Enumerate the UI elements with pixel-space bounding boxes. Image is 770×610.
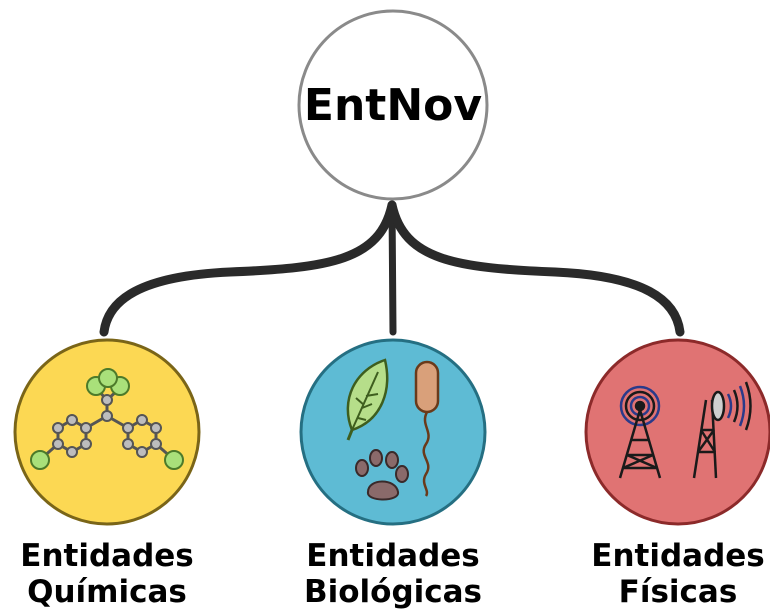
node-chemical-label-line1: Entidades [20, 538, 194, 574]
node-physical-label-line2: Físicas [618, 574, 738, 610]
root-node-label: EntNov [303, 80, 483, 131]
root-node-circle [297, 9, 489, 201]
connector-lines [99, 200, 685, 337]
node-biological [299, 338, 487, 526]
connector-left [99, 200, 397, 337]
radio-tower-icon [618, 385, 662, 479]
node-chemical-circle [13, 338, 201, 526]
antenna-icon [618, 381, 752, 479]
connector-right [387, 200, 685, 337]
node-physical-label: Entidades Físicas [558, 538, 770, 610]
node-chemical [13, 338, 201, 526]
paw-icon [355, 449, 409, 501]
biology-icon [346, 358, 440, 501]
node-biological-label: Entidades Biológicas [273, 538, 513, 610]
node-biological-label-line2: Biológicas [303, 574, 483, 610]
node-physical [584, 338, 770, 526]
bacterium-icon [414, 360, 440, 497]
leaf-icon [346, 358, 389, 441]
node-chemical-label-line2: Químicas [27, 574, 187, 610]
connector-center [388, 201, 397, 336]
node-chemical-label: Entidades Químicas [0, 538, 227, 610]
node-biological-label-line1: Entidades [306, 538, 480, 574]
node-physical-circle [584, 338, 770, 526]
node-physical-label-line1: Entidades [591, 538, 765, 574]
dish-tower-icon [692, 381, 752, 479]
molecule-icon [30, 368, 184, 470]
